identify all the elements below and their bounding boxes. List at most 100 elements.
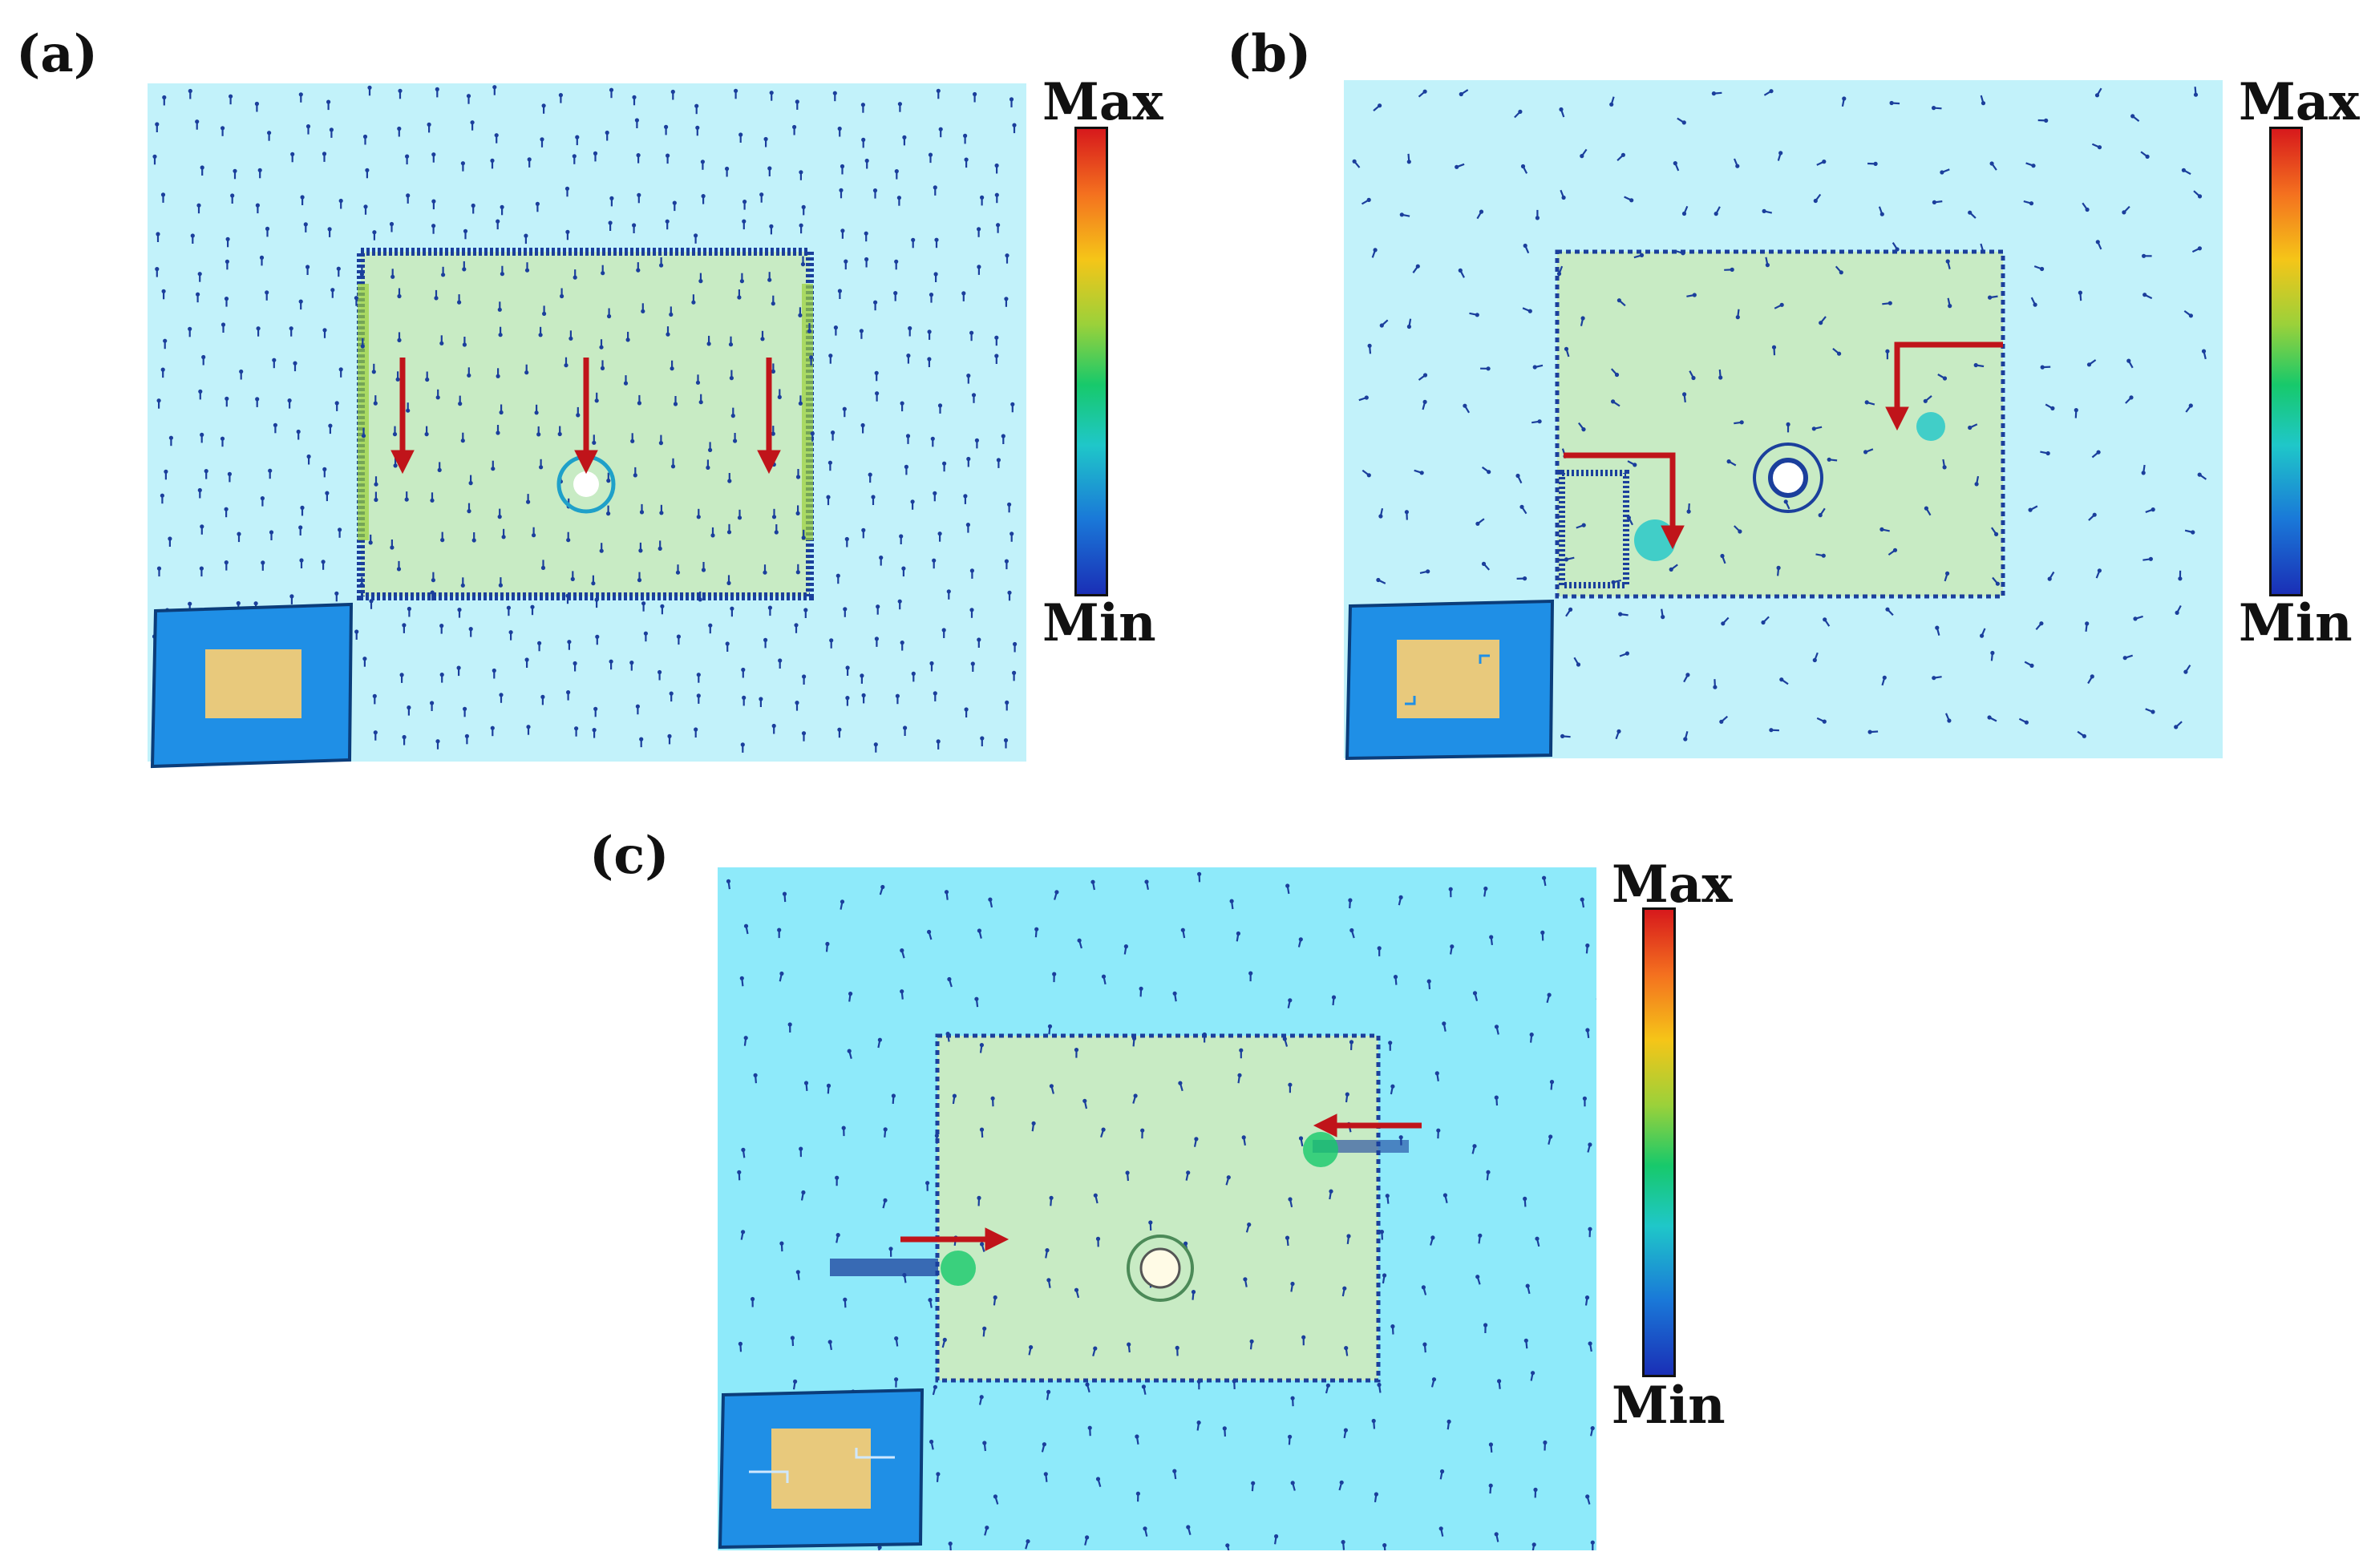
field-vector-head bbox=[2133, 616, 2138, 621]
field-vector-head bbox=[1542, 875, 1547, 880]
field-vector-head bbox=[698, 279, 703, 284]
field-vector-head bbox=[593, 151, 598, 156]
field-vector-head bbox=[591, 581, 596, 586]
field-vector-head bbox=[658, 669, 662, 675]
field-vector-head bbox=[2126, 358, 2131, 363]
field-vector-head bbox=[1611, 399, 1616, 404]
field-vector-head bbox=[861, 693, 866, 698]
field-vector-head bbox=[1378, 103, 1382, 108]
field-vector-head bbox=[1422, 399, 1427, 404]
field-vector-head bbox=[694, 103, 699, 108]
field-vector-head bbox=[592, 440, 597, 445]
field-vector-head bbox=[969, 568, 974, 573]
field-vector-head bbox=[2095, 240, 2100, 244]
field-vector-head bbox=[201, 354, 206, 360]
field-vector-head bbox=[1535, 216, 1540, 220]
field-vector-head bbox=[1463, 403, 1467, 408]
field-vector-head bbox=[1882, 675, 1887, 680]
field-vector-head bbox=[1580, 316, 1585, 321]
field-vector-head bbox=[161, 289, 166, 293]
field-vector-head bbox=[565, 229, 570, 234]
field-vector-head bbox=[894, 1336, 899, 1341]
field-vector-head bbox=[737, 515, 742, 520]
field-vector-head bbox=[456, 665, 461, 670]
field-vector-head bbox=[2078, 290, 2082, 295]
field-vector-head bbox=[1236, 931, 1240, 936]
field-vector-head bbox=[538, 333, 543, 337]
field-vector-head bbox=[903, 725, 908, 730]
field-vector-head bbox=[632, 223, 637, 228]
field-vector-head bbox=[1761, 620, 1766, 625]
field-vector-head bbox=[2085, 207, 2090, 212]
field-vector-head bbox=[1585, 1494, 1590, 1499]
field-vector-head bbox=[973, 91, 977, 97]
field-vector-head bbox=[778, 658, 783, 663]
field-vector-head bbox=[1237, 1073, 1242, 1077]
field-vector-head bbox=[1633, 463, 1637, 467]
field-vector-head bbox=[636, 153, 641, 158]
field-vector-head bbox=[1683, 737, 1688, 742]
field-vector-head bbox=[977, 1195, 981, 1200]
field-vector-head bbox=[575, 135, 580, 139]
field-vector-head bbox=[1329, 1189, 1333, 1194]
field-vector-head bbox=[763, 637, 768, 643]
field-vector-head bbox=[861, 137, 866, 142]
feed-line-left-c bbox=[830, 1259, 938, 1276]
inset-antenna-c bbox=[718, 1388, 925, 1549]
field-vector-head bbox=[532, 533, 536, 538]
field-vector-head bbox=[362, 134, 368, 139]
field-vector-head bbox=[1481, 561, 1487, 567]
field-vector-head bbox=[1568, 607, 1573, 612]
field-vector-head bbox=[1560, 733, 1565, 739]
field-vector-head bbox=[793, 1379, 798, 1384]
field-vector-head bbox=[741, 667, 746, 673]
field-vector-head bbox=[1241, 1135, 1246, 1140]
colorbar-min-c: Min bbox=[1612, 1376, 1726, 1436]
field-vector-head bbox=[1144, 879, 1149, 884]
field-vector-head bbox=[633, 473, 637, 478]
field-vector-head bbox=[1290, 1481, 1295, 1485]
field-vector-head bbox=[799, 170, 803, 175]
field-vector-head bbox=[769, 224, 774, 228]
field-vector-head bbox=[727, 479, 732, 483]
field-vector-head bbox=[1769, 728, 1774, 733]
field-vector-head bbox=[498, 333, 503, 337]
field-vector-head bbox=[897, 102, 902, 107]
field-vector-head bbox=[1243, 1277, 1248, 1282]
field-vector-head bbox=[402, 623, 407, 628]
field-vector-head bbox=[829, 638, 834, 643]
field-vector-head bbox=[1376, 577, 1381, 583]
field-vector-head bbox=[1346, 1234, 1351, 1239]
field-vector-head bbox=[1148, 1220, 1153, 1225]
field-vector-head bbox=[1487, 470, 1491, 475]
field-vector-head bbox=[1818, 513, 1823, 518]
field-vector-head bbox=[1581, 427, 1586, 432]
field-vector-head bbox=[542, 311, 547, 316]
field-vector-head bbox=[933, 1384, 937, 1389]
field-vector-head bbox=[221, 126, 225, 131]
field-vector-head bbox=[601, 271, 605, 276]
field-vector-head bbox=[265, 226, 270, 231]
field-vector-head bbox=[1488, 1442, 1493, 1447]
field-vector-head bbox=[827, 1340, 832, 1344]
field-vector-head bbox=[239, 369, 244, 374]
field-vector-head bbox=[1290, 1396, 1295, 1400]
field-vector-head bbox=[2174, 725, 2179, 729]
field-vector-head bbox=[253, 601, 258, 606]
field-vector-head bbox=[908, 325, 912, 331]
field-vector-head bbox=[267, 131, 272, 135]
field-vector-head bbox=[325, 491, 330, 495]
field-vector-head bbox=[576, 413, 581, 418]
field-vector-head bbox=[609, 659, 613, 664]
field-vector-head bbox=[759, 697, 763, 701]
field-vector-head bbox=[1968, 425, 1972, 430]
field-vector-head bbox=[1398, 895, 1403, 899]
field-vector-head bbox=[424, 432, 429, 437]
field-vector-head bbox=[701, 194, 706, 199]
field-vector-head bbox=[599, 345, 604, 350]
field-vector-head bbox=[828, 354, 833, 358]
field-vector-head bbox=[1822, 719, 1827, 724]
field-vector-head bbox=[1438, 1526, 1443, 1531]
field-vector-head bbox=[1497, 1379, 1502, 1384]
field-vector-head bbox=[927, 929, 932, 935]
